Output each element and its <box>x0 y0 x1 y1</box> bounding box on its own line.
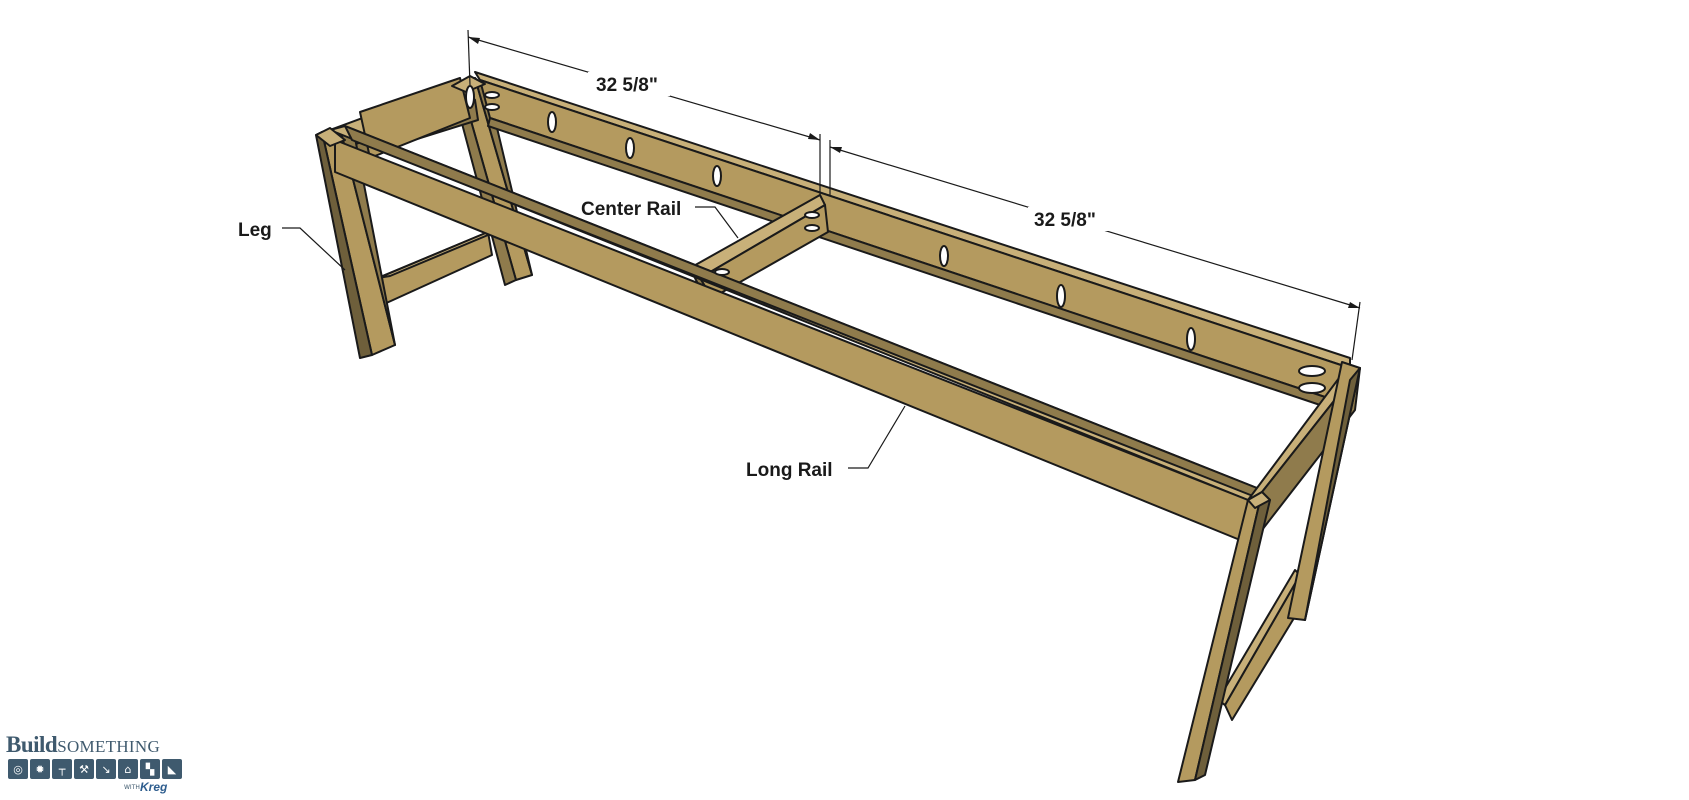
arrowhead <box>1348 302 1360 308</box>
pocket-hole-icon <box>804 211 820 219</box>
saw-icon: ◎ <box>8 759 28 779</box>
pocket-hole-icon <box>939 245 949 267</box>
build-something-logo: BuildSOMETHING ◎ ✹ ┬ ⚒ ↘ ⌂ ▚ ◣ WITH Kreg <box>6 732 196 796</box>
label-long-rail: Long Rail <box>746 460 833 481</box>
drill-icon: ↘ <box>96 759 116 779</box>
pocket-hole-icon <box>1056 284 1066 308</box>
pocket-hole-icon <box>625 137 635 159</box>
kreg-logo: Kreg <box>140 780 168 794</box>
pocket-hole-icon <box>484 103 500 111</box>
brush-icon: ⌂ <box>118 759 138 779</box>
pocket-hole-icon <box>1298 365 1326 377</box>
leader-long-rail <box>848 405 906 469</box>
gear-icon: ✹ <box>30 759 50 779</box>
front-left-leg-cap <box>315 127 346 147</box>
roller-icon: ▚ <box>140 759 160 779</box>
extension-line <box>1351 301 1361 361</box>
arrowhead <box>830 147 842 153</box>
pocket-hole-icon <box>465 85 475 109</box>
pocket-hole-icon <box>712 165 722 187</box>
arrowhead <box>468 37 480 44</box>
leader-leg <box>282 227 346 271</box>
pocket-hole-icon <box>714 268 730 276</box>
pocket-hole-icon <box>804 224 820 232</box>
back-right-leg <box>1287 361 1361 621</box>
pocket-hole-icon <box>1298 382 1326 394</box>
pocket-hole-icon <box>1186 327 1196 351</box>
pocket-hole-icon <box>484 91 500 99</box>
front-right-leg <box>1177 491 1271 783</box>
logo-with-text: WITH <box>124 784 140 791</box>
front-long-rail <box>329 125 1263 541</box>
dimension-label-left: 32 5/8" <box>596 75 658 96</box>
hammer-icon: ⚒ <box>74 759 94 779</box>
logo-something-text: SOMETHING <box>57 737 161 756</box>
square-icon: ◣ <box>162 759 182 779</box>
clamp-icon: ┬ <box>52 759 72 779</box>
pocket-hole-icon <box>547 111 557 133</box>
front-left-leg <box>315 127 396 359</box>
arrowhead <box>808 133 820 140</box>
left-lower-stretcher <box>377 229 501 306</box>
label-leg: Leg <box>238 220 272 241</box>
logo-build-text: Build <box>6 732 58 757</box>
back-left-leg-cap <box>451 75 486 93</box>
extension-line <box>467 29 471 86</box>
leader-center-rail <box>695 206 739 239</box>
dimension-label-right: 32 5/8" <box>1034 210 1096 231</box>
label-center-rail: Center Rail <box>581 199 681 220</box>
